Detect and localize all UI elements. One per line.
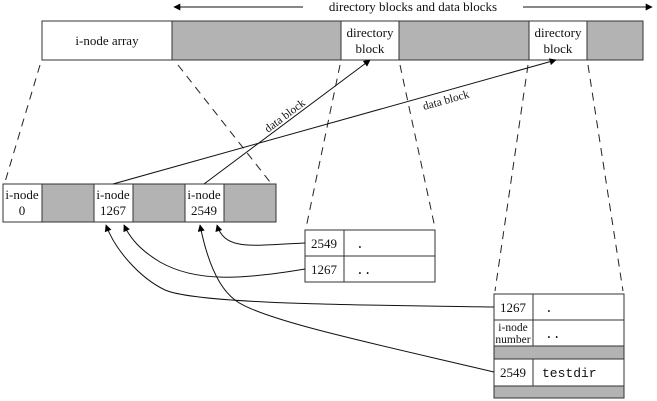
data-block-label-2: data block bbox=[422, 89, 471, 113]
directory-block-1-line1: directory bbox=[347, 25, 394, 40]
dir-b-row2-inode-line2: number bbox=[495, 334, 530, 346]
dir-b-row2-inode-line1: i-node bbox=[498, 322, 527, 334]
span-arrow: directory blocks and data blocks bbox=[173, 0, 653, 14]
expansion-lines bbox=[4, 64, 624, 292]
inode-2549-line2: 2549 bbox=[191, 203, 217, 218]
inode-1267 bbox=[93, 183, 134, 223]
inode-0-line1: i-node bbox=[5, 187, 38, 202]
inode-array-label: i-node array bbox=[75, 33, 139, 48]
dir-a-row2-name: .. bbox=[356, 263, 372, 278]
dash-dirB-right bbox=[587, 64, 624, 292]
dir-b-row1-inode: 1267 bbox=[500, 300, 527, 315]
dir-block-b-gap-1 bbox=[493, 345, 625, 360]
inode-0-line2: 0 bbox=[19, 203, 26, 218]
inode-0 bbox=[2, 183, 43, 223]
directory-block-1-line2: block bbox=[356, 41, 385, 56]
dir-a-row1-inode: 2549 bbox=[311, 236, 337, 251]
inode-2549 bbox=[184, 183, 225, 223]
dash-inode-left bbox=[4, 64, 41, 183]
data-block-arrow-2549 bbox=[203, 59, 371, 185]
dir-block-b: 1267 . i-node number .. 2549 testdir bbox=[493, 293, 625, 399]
dir-b-row1-name: . bbox=[545, 301, 553, 316]
dir-block-b-gap-2 bbox=[493, 385, 625, 399]
dir-a-row2-inode: 1267 bbox=[311, 262, 338, 277]
dir-a-row1-name: . bbox=[356, 237, 364, 252]
pointer-dirA-dotdot-to-1267 bbox=[123, 224, 306, 278]
dash-dirA-right bbox=[399, 64, 436, 229]
dash-dirB-left bbox=[494, 64, 529, 292]
directory-block-2 bbox=[528, 20, 588, 61]
span-arrow-label: directory blocks and data blocks bbox=[329, 0, 497, 14]
disk-row: i-node array directory block directory b… bbox=[41, 20, 644, 61]
inode-1267-line2: 1267 bbox=[100, 203, 127, 218]
inode-pointer-arrows bbox=[104, 224, 495, 373]
pointer-dirB-testdir-to-2549 bbox=[197, 224, 495, 373]
dir-b-row3-name: testdir bbox=[542, 366, 597, 381]
dir-b-row2-name: .. bbox=[545, 327, 561, 342]
inode-2549-line1: i-node bbox=[187, 187, 220, 202]
inode-row: i-node 0 i-node 1267 i-node 2549 bbox=[2, 183, 277, 223]
pointer-dirA-dot-to-2549 bbox=[215, 224, 306, 246]
dash-dirA-left bbox=[305, 64, 341, 229]
dir-block-a: 2549 . 1267 .. bbox=[304, 229, 436, 283]
directory-block-2-line1: directory bbox=[535, 25, 582, 40]
directory-block-1 bbox=[340, 20, 400, 61]
inode-array-block bbox=[41, 20, 173, 61]
dash-inode-right bbox=[177, 64, 271, 183]
inode-1267-line1: i-node bbox=[96, 187, 129, 202]
dir-b-row3-inode: 2549 bbox=[500, 365, 526, 380]
data-block-arrow-1267 bbox=[112, 58, 557, 185]
data-block-label-1: data block bbox=[263, 97, 308, 135]
directory-block-2-line2: block bbox=[544, 41, 573, 56]
inode-row-background bbox=[2, 183, 277, 223]
pointer-dirB-dot-to-1267 bbox=[104, 224, 495, 308]
data-block-arrows: data block data block bbox=[112, 58, 557, 185]
